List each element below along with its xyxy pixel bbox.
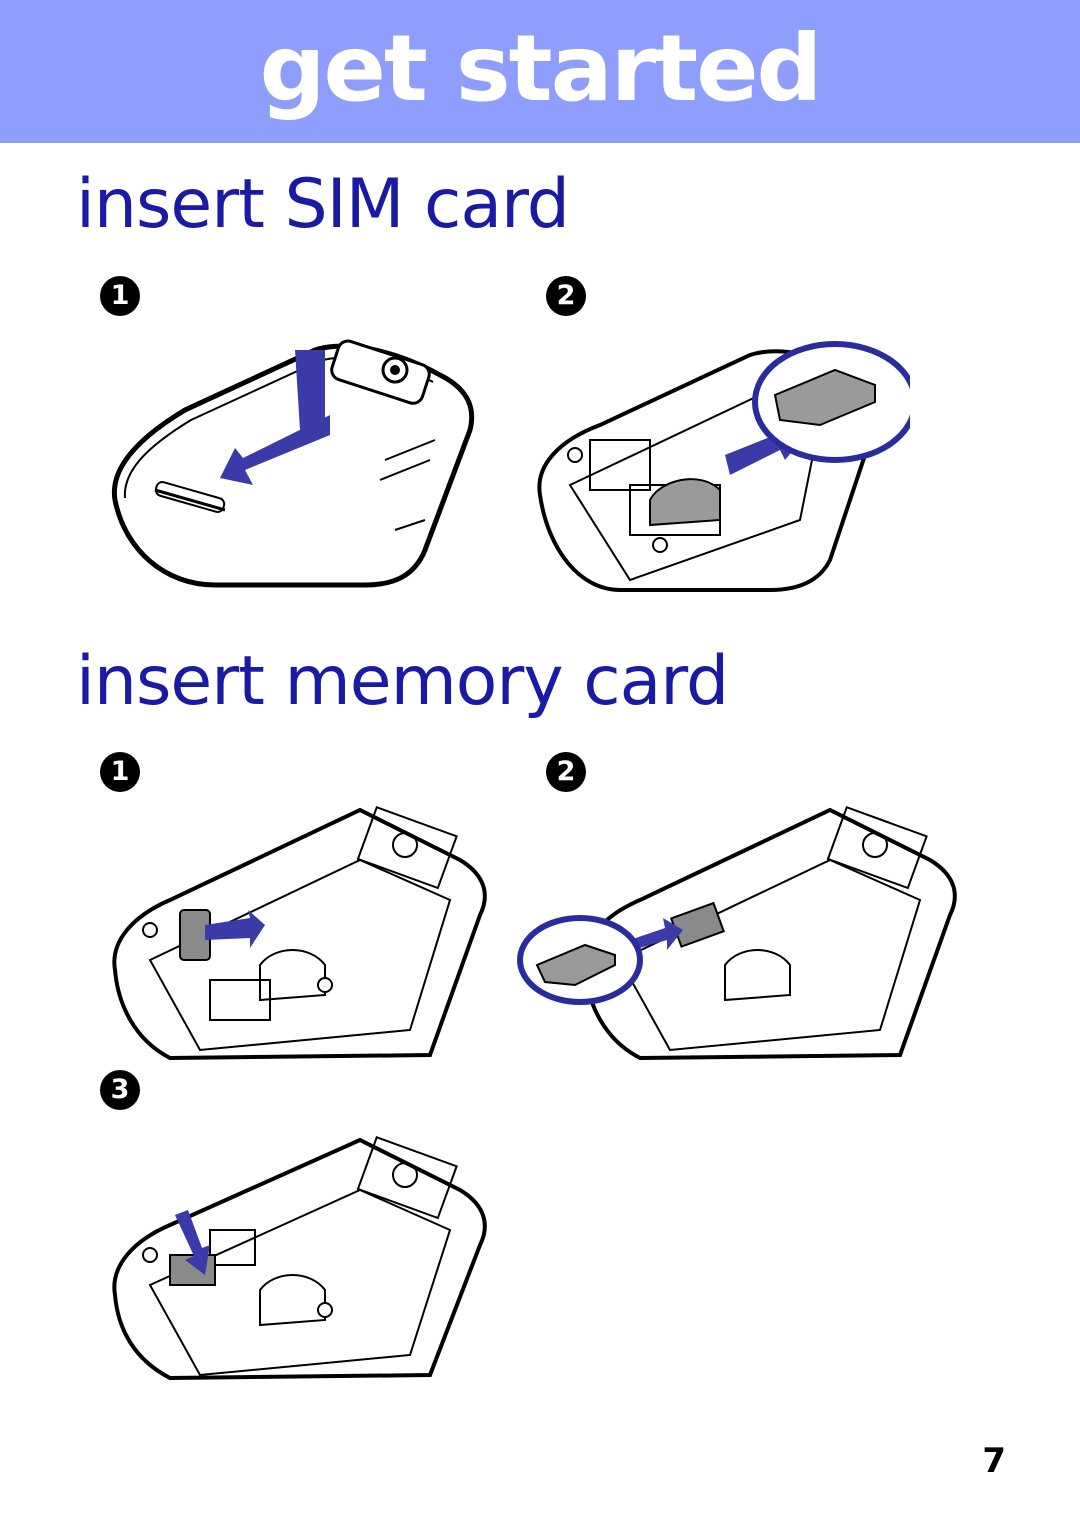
memory-section-heading: insert memory card bbox=[76, 642, 729, 721]
insert-memory-card-illustration bbox=[517, 805, 957, 1060]
header-banner: get started bbox=[0, 0, 1080, 143]
close-card-holder-illustration bbox=[112, 1135, 487, 1380]
sim-step-1-badge: 1 bbox=[100, 276, 140, 316]
page-number: 7 bbox=[982, 1441, 1006, 1481]
sim-section-heading: insert SIM card bbox=[76, 165, 570, 244]
sim-step-2-badge: 2 bbox=[546, 276, 586, 316]
page-title: get started bbox=[259, 15, 823, 122]
close-battery-door-illustration bbox=[111, 339, 475, 588]
memory-step-1-badge: 1 bbox=[100, 752, 140, 792]
open-card-holder-illustration bbox=[112, 805, 487, 1060]
memory-step-3-badge: 3 bbox=[100, 1070, 140, 1110]
memory-step-2-badge: 2 bbox=[546, 752, 586, 792]
insert-sim-card-illustration bbox=[537, 341, 910, 592]
